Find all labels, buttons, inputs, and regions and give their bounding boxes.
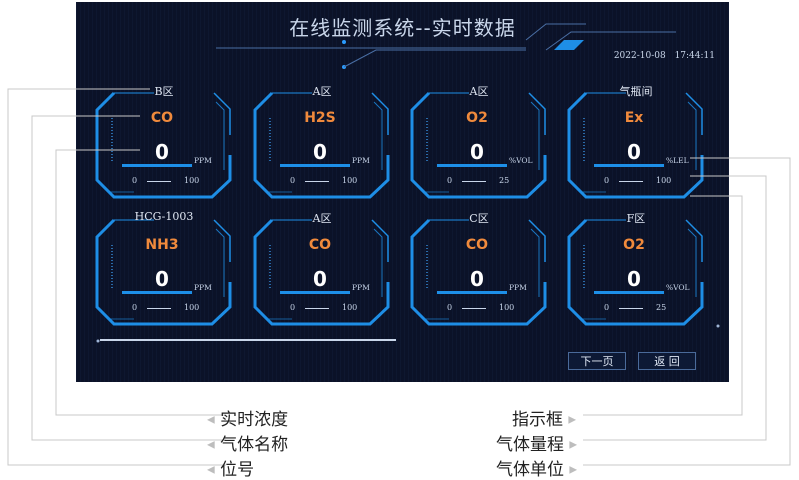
card-range-line <box>619 308 643 309</box>
annotation-gas-name: ◀ 气体名称 <box>207 435 289 455</box>
gas-card[interactable]: 气瓶间 Ex 0 %LEL 0 100 <box>566 85 706 205</box>
card-range-max: 100 <box>499 303 515 312</box>
card-unit: PPM <box>509 283 527 292</box>
card-range-line <box>462 181 486 182</box>
triangle-left-icon: ◀ <box>207 439 215 451</box>
card-frame <box>567 218 704 326</box>
card-value: 0 <box>470 267 484 291</box>
next-page-button[interactable]: 下一页 <box>568 352 626 370</box>
card-gas-name: CO <box>465 237 489 253</box>
annotation-gas-range: 气体量程 ▶ <box>496 435 578 455</box>
card-frame <box>410 218 547 326</box>
card-range-min: 0 <box>132 303 138 312</box>
triangle-right-icon: ▶ <box>569 439 578 451</box>
card-range-min: 0 <box>447 176 453 185</box>
card-location: 气瓶间 <box>619 85 653 98</box>
card-indicator-bar <box>280 164 350 167</box>
card-unit: %LEL <box>666 156 689 165</box>
card-frame <box>410 91 547 199</box>
card-unit: %VOL <box>666 283 690 292</box>
card-unit: PPM <box>352 156 370 165</box>
card-range-line <box>147 181 171 182</box>
card-unit: PPM <box>194 283 212 292</box>
card-value: 0 <box>627 140 641 164</box>
card-unit: PPM <box>352 283 370 292</box>
card-range-min: 0 <box>604 303 610 312</box>
card-value: 0 <box>313 267 327 291</box>
card-range-max: 100 <box>342 303 358 312</box>
card-range-line <box>619 181 643 182</box>
card-gas-name: NH3 <box>145 237 179 253</box>
card-range-max: 100 <box>184 303 200 312</box>
triangle-left-icon: ◀ <box>207 414 215 426</box>
card-indicator-bar <box>280 291 350 294</box>
card-location: F区 <box>626 212 646 225</box>
card-value: 0 <box>155 267 169 291</box>
card-value: 0 <box>470 140 484 164</box>
card-frame <box>253 91 390 199</box>
card-range-line <box>462 308 486 309</box>
card-indicator-bar <box>122 291 192 294</box>
header-decoration <box>96 23 720 343</box>
triangle-right-icon: ▶ <box>568 414 577 426</box>
card-range-max: 100 <box>656 176 672 185</box>
card-location: A区 <box>469 85 489 98</box>
annotation-gas-unit: 气体单位 ▶ <box>496 460 578 480</box>
datetime: 2022-10-08 17:44:11 <box>613 51 715 61</box>
card-gas-name: Ex <box>624 110 644 126</box>
annotation-tag-number: ◀ 位号 <box>207 460 255 480</box>
card-frame <box>95 91 232 199</box>
card-gas-name: O2 <box>466 110 488 126</box>
card-frame <box>567 91 704 199</box>
card-location: HCG-1003 <box>134 210 194 223</box>
card-gas-name: H2S <box>304 110 336 126</box>
page-title: 在线监测系统--实时数据 <box>289 16 516 40</box>
card-range-line <box>305 308 329 309</box>
gas-card[interactable]: A区 O2 0 %VOL 0 25 <box>409 85 549 205</box>
card-range-min: 0 <box>290 303 296 312</box>
gas-card[interactable]: F区 O2 0 %VOL 0 25 <box>566 212 706 332</box>
card-location: A区 <box>312 212 332 225</box>
card-indicator-bar <box>122 164 192 167</box>
card-range-line <box>305 181 329 182</box>
triangle-right-icon: ▶ <box>569 464 578 476</box>
card-range-min: 0 <box>604 176 610 185</box>
card-unit: PPM <box>194 156 212 165</box>
card-range-max: 25 <box>499 176 510 185</box>
card-indicator-bar <box>594 164 664 167</box>
card-frame <box>95 218 232 326</box>
card-range-max: 100 <box>184 176 200 185</box>
card-unit: %VOL <box>509 156 533 165</box>
card-range-min: 0 <box>447 303 453 312</box>
card-indicator-bar <box>437 164 507 167</box>
card-gas-name: CO <box>150 110 174 126</box>
card-range-min: 0 <box>132 176 138 185</box>
card-gas-name: O2 <box>623 237 645 253</box>
card-range-min: 0 <box>290 176 296 185</box>
card-indicator-bar <box>437 291 507 294</box>
card-location: C区 <box>469 212 489 225</box>
card-frame <box>253 218 390 326</box>
card-location: A区 <box>312 85 332 98</box>
card-gas-name: CO <box>308 237 332 253</box>
card-range-max: 100 <box>342 176 358 185</box>
card-location: B区 <box>154 85 174 98</box>
annotation-indicator-box: 指示框 ▶ <box>512 410 577 430</box>
card-indicator-bar <box>594 291 664 294</box>
annotation-realtime-concentration: ◀ 实时浓度 <box>207 410 289 430</box>
card-value: 0 <box>155 140 169 164</box>
card-range-max: 25 <box>656 303 667 312</box>
card-value: 0 <box>627 267 641 291</box>
card-range-line <box>147 308 171 309</box>
triangle-left-icon: ◀ <box>207 464 215 476</box>
card-value: 0 <box>313 140 327 164</box>
back-button[interactable]: 返 回 <box>638 352 696 370</box>
